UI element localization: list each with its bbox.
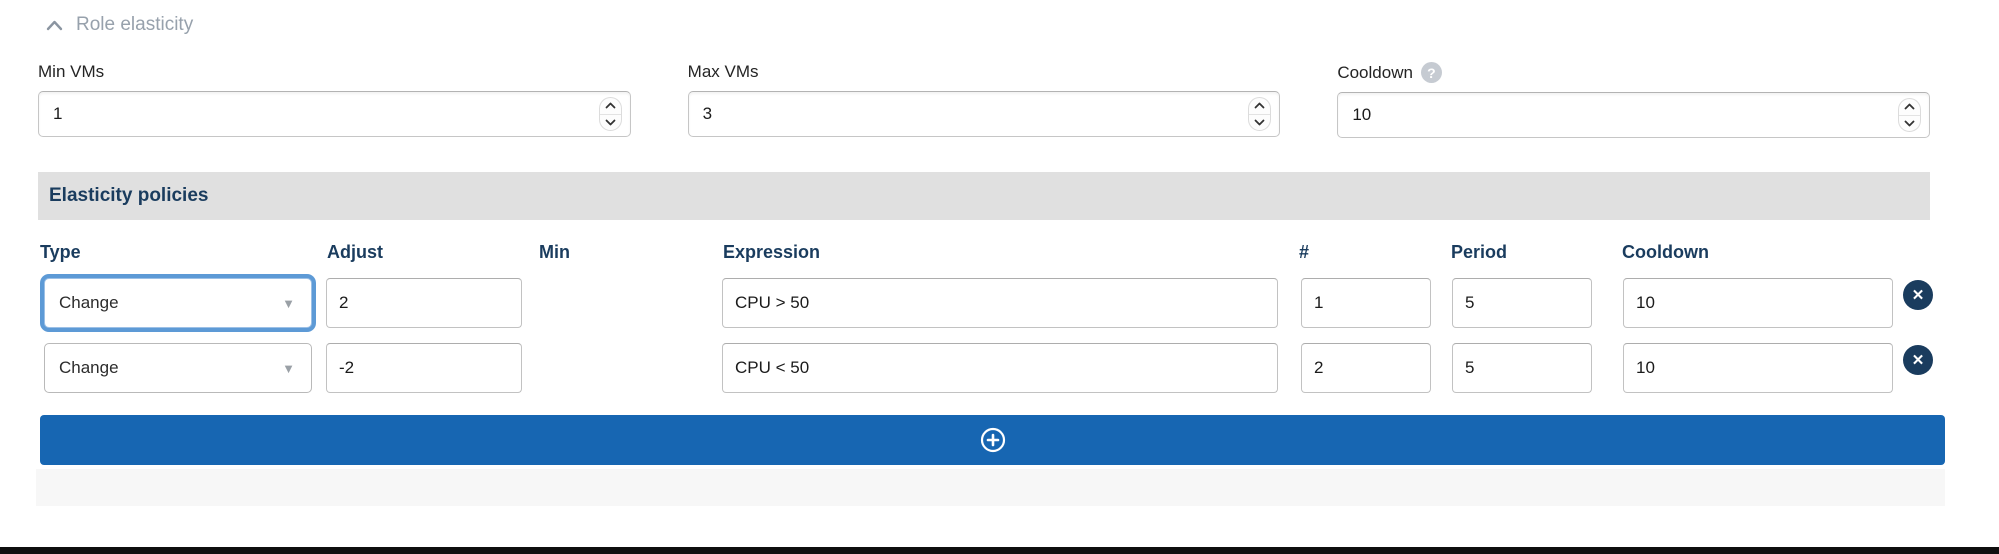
col-header-cooldown: Cooldown [1622,242,1709,262]
max-vms-label: Max VMs [687,62,759,81]
cooldown-input[interactable] [1337,92,1930,138]
triangle-down-icon: ▼ [282,295,295,311]
window-bottom-edge [0,547,1999,554]
elasticity-policies-title: Elasticity policies [49,185,209,206]
col-header-expression: Expression [723,242,821,262]
field-max-vms: Max VMs [687,62,1281,138]
max-vms-stepper[interactable] [1248,97,1272,131]
policy-period-input[interactable] [1452,278,1592,328]
min-vms-stepper[interactable] [598,97,622,131]
col-header-type: Type [40,242,81,262]
policy-count-input[interactable] [1301,343,1431,393]
policy-expression-input[interactable] [722,343,1278,393]
policy-type-value: Change [59,293,119,312]
policy-type-select[interactable]: Change ▼ [44,278,312,328]
field-min-vms: Min VMs [38,62,631,138]
col-header-count: # [1299,242,1310,262]
policies-column-headers: Type Adjust Min Expression # Period Cool… [38,242,1999,263]
col-header-min: Min [539,242,570,262]
policy-period-input[interactable] [1452,343,1592,393]
section-toggle-role-elasticity[interactable]: Role elasticity [0,0,320,36]
policy-count-input[interactable] [1301,278,1431,328]
max-vms-input[interactable] [687,91,1281,137]
elasticity-fields-row: Min VMs Max VMs Cooldown ? [38,62,1930,138]
add-policy-button[interactable] [40,415,1945,465]
plus-circle-icon [980,427,1006,453]
col-header-adjust: Adjust [327,242,383,262]
col-header-period: Period [1451,242,1508,262]
policy-row: Change ▼ ✕ [38,343,1999,393]
field-cooldown: Cooldown ? [1337,62,1930,138]
policy-type-select[interactable]: Change ▼ [44,343,312,393]
policy-cooldown-input[interactable] [1623,278,1893,328]
triangle-down-icon: ▼ [282,360,295,376]
policy-expression-input[interactable] [722,278,1278,328]
question-mark-icon[interactable]: ? [1420,62,1442,83]
close-circle-icon[interactable]: ✕ [1903,280,1933,310]
cooldown-label: Cooldown [1337,62,1413,82]
close-circle-icon[interactable]: ✕ [1903,345,1933,375]
policy-cooldown-input[interactable] [1623,343,1893,393]
elasticity-policies-header-bar: Elasticity policies [38,172,1930,220]
section-title: Role elasticity [76,14,194,35]
policy-type-value: Change [59,358,119,377]
policy-adjust-input[interactable] [326,343,522,393]
policy-adjust-input[interactable] [326,278,522,328]
min-vms-input[interactable] [38,91,631,137]
cooldown-stepper[interactable] [1898,98,1921,132]
chevron-up-icon [46,20,63,31]
min-vms-label: Min VMs [38,62,105,81]
policy-row: Change ▼ ✕ [38,278,1999,328]
panel-footer [36,469,1945,506]
